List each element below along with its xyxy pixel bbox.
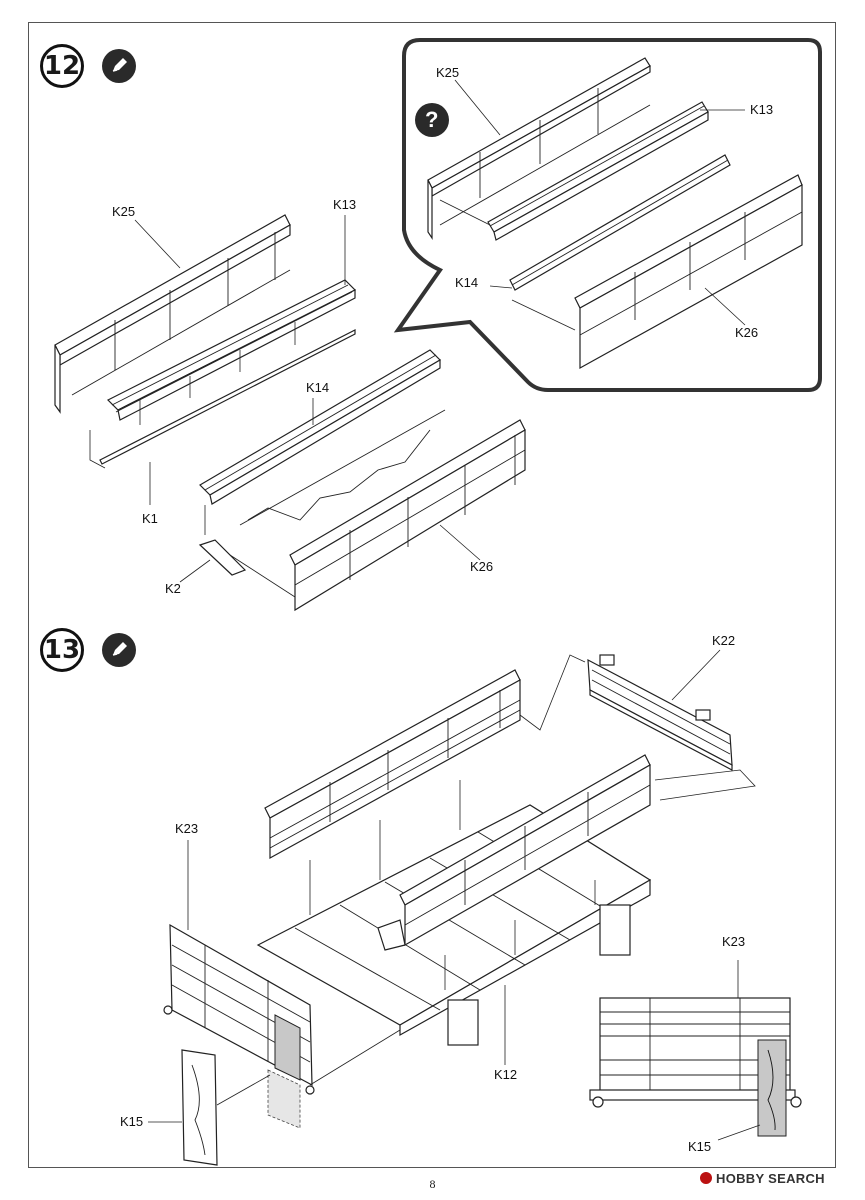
label-leaders	[134, 79, 746, 1123]
callout-label-k26: K26	[735, 325, 759, 340]
label-k22: K22	[712, 633, 736, 648]
step12-k25-assembly	[54, 214, 357, 469]
step-number-13: 13	[40, 628, 84, 672]
pencil-glue-icon	[102, 49, 136, 83]
label-k14: K14	[306, 380, 330, 395]
question-icon	[415, 103, 449, 137]
page-frame	[28, 22, 836, 1168]
callout-label-k25: K25	[436, 65, 460, 80]
detail-label-k23: K23	[722, 934, 746, 949]
watermark-logo-icon	[700, 1172, 712, 1184]
callout-label-k13: K13	[750, 102, 774, 117]
step13-k22	[519, 654, 756, 801]
step13-back-side	[264, 669, 521, 860]
label-k2: K2	[165, 581, 181, 596]
label-k26: K26	[470, 559, 494, 574]
watermark: HOBBY SEARCH	[700, 1168, 825, 1188]
step13-k23-detail	[589, 960, 802, 1141]
page-number: 8	[429, 1177, 436, 1191]
label-k12: K12	[494, 1067, 518, 1082]
step13-front-side	[377, 754, 651, 990]
detail-label-k15: K15	[688, 1139, 712, 1154]
label-k13: K13	[333, 197, 357, 212]
question-mark-text: ?	[425, 107, 439, 132]
label-k23: K23	[175, 821, 199, 836]
step13-k23	[163, 923, 401, 1166]
step-number-12: 12	[40, 44, 84, 88]
label-k25: K25	[112, 204, 136, 219]
pencil-glue-icon	[102, 633, 136, 667]
label-k15: K15	[120, 1114, 144, 1129]
label-k1: K1	[142, 511, 158, 526]
callout-label-k14: K14	[455, 275, 479, 290]
step12-callout	[393, 38, 822, 392]
step12-k26-assembly	[198, 349, 526, 612]
watermark-text: HOBBY SEARCH	[716, 1170, 825, 1186]
